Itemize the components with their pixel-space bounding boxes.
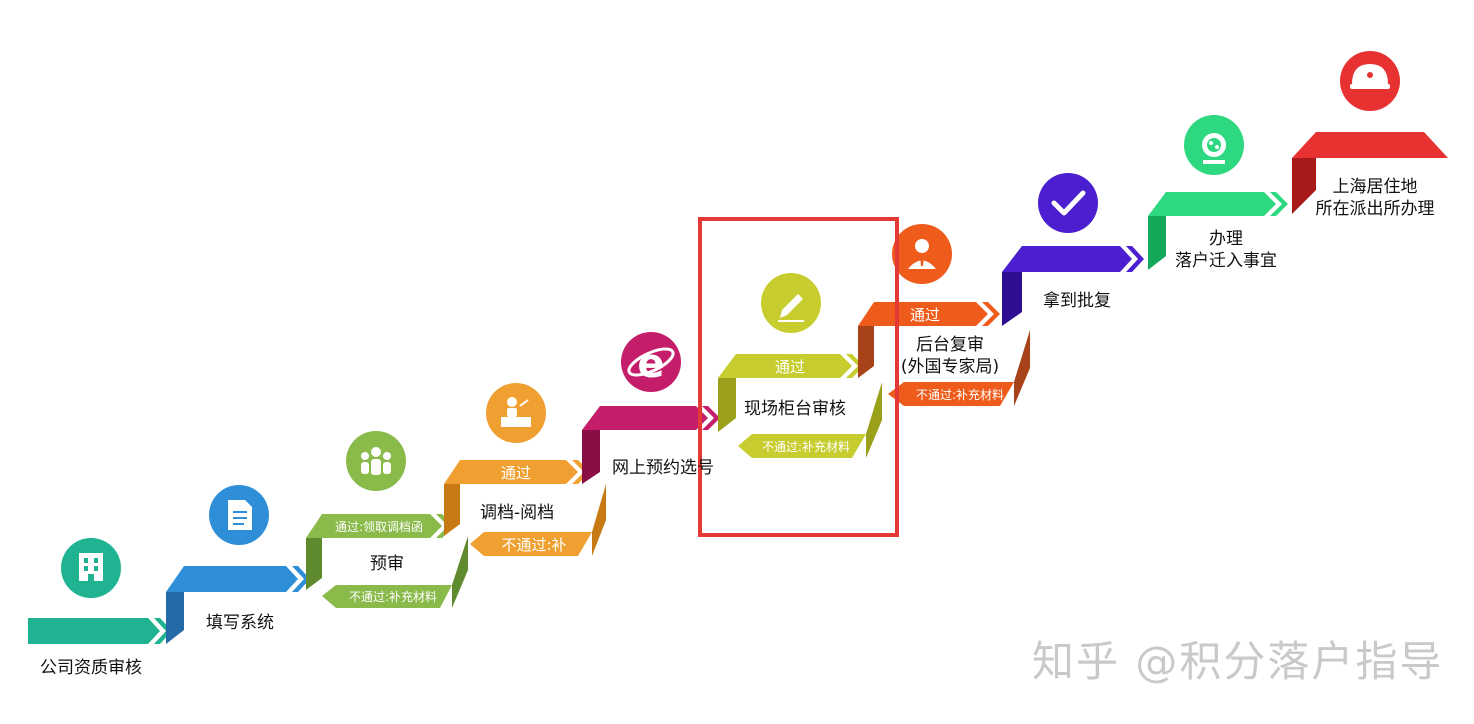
step-7-fail-label: 不通过:补充材料 <box>916 387 1004 402</box>
svg-text:e: e <box>637 341 664 387</box>
globe-icon <box>1184 115 1244 175</box>
step-3-pass-label: 通过:领取调档函 <box>335 520 423 534</box>
step-4-pass-label: 通过 <box>501 464 531 482</box>
step-9-label-line1: 办理 <box>1209 229 1243 249</box>
checkmark-icon <box>1038 173 1098 233</box>
step-10-label-line1: 上海居住地 <box>1332 177 1418 197</box>
step-3-fail-label: 不通过:补充材料 <box>349 589 437 604</box>
officer-icon <box>892 224 952 284</box>
watermark: 知乎 @积分落户指导 <box>1032 637 1444 686</box>
step-10-ribbon <box>1292 132 1448 214</box>
step-9-ribbon <box>1148 192 1288 270</box>
step-7-label: 后台复审 (外国专家局) <box>884 334 1016 378</box>
step-2-label: 填写系统 <box>206 613 274 633</box>
step-3-ribbon: 通过:领取调档函 不通过:补充材料 <box>306 514 468 608</box>
step-4-label: 调档-阅档 <box>480 503 555 523</box>
highlight-box <box>698 217 899 537</box>
step-8-label: 拿到批复 <box>1043 291 1111 311</box>
step-5-label: 网上预约选号 <box>612 458 714 478</box>
step-10-label-line2: 所在派出所办理 <box>1315 199 1435 219</box>
step-6-ribbon: 通过 不通过:补充材料 <box>718 354 882 458</box>
step-3-label: 预审 <box>370 554 404 574</box>
pencil-icon <box>761 273 821 333</box>
step-9-label: 办理 落户迁入事宜 <box>1166 228 1286 272</box>
document-icon <box>209 485 269 545</box>
step-6-pass-label: 通过 <box>775 358 805 376</box>
step-10-label: 上海居住地 所在派出所办理 <box>1302 176 1448 220</box>
group-icon <box>346 431 406 491</box>
step-6-fail-label: 不通过:补充材料 <box>762 439 850 454</box>
step-9-label-line2: 落户迁入事宜 <box>1175 251 1277 271</box>
step-8-ribbon <box>1002 246 1144 326</box>
building-icon <box>61 538 121 598</box>
step-7-label-line1: 后台复审 <box>916 335 984 355</box>
step-7-label-line2: (外国专家局) <box>900 357 1000 377</box>
step-7-ribbon: 通过 不通过:补充材料 <box>858 302 1030 406</box>
step-2-ribbon <box>166 566 310 644</box>
step-1-label: 公司资质审核 <box>40 658 142 678</box>
step-4-ribbon: 通过 不通过:补 <box>444 460 606 556</box>
step-5-ribbon <box>582 406 720 484</box>
desk-person-icon <box>486 383 546 443</box>
step-6-label: 现场柜台审核 <box>744 399 846 419</box>
ie-browser-icon: e <box>621 332 681 392</box>
police-cap-icon <box>1340 51 1400 111</box>
step-4-fail-label: 不通过:补 <box>501 536 566 554</box>
step-7-pass-label: 通过 <box>910 306 940 324</box>
step-1-ribbon <box>28 618 172 644</box>
